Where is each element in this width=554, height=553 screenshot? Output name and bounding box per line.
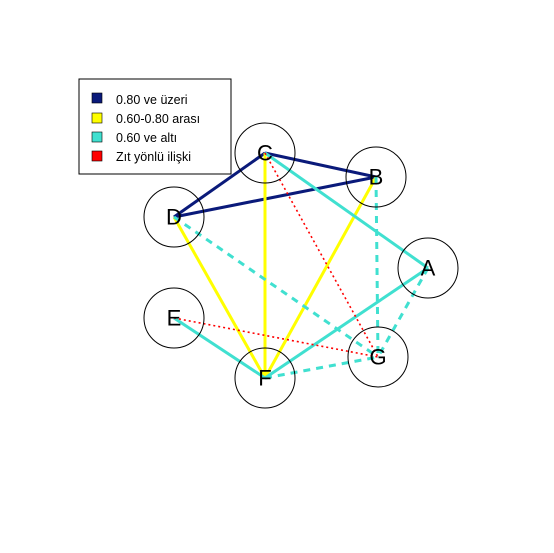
edge-f-g — [264, 355, 379, 380]
edge-c-d — [173, 151, 266, 219]
legend-swatch-0 — [91, 92, 103, 104]
edge-d-g — [173, 215, 379, 359]
node-circle-g — [347, 326, 409, 388]
node-circle-f — [234, 347, 296, 409]
legend: 0.80 ve üzeri 0.60-0.80 arası 0.60 ve al… — [78, 78, 232, 175]
node-label-e: E — [167, 306, 182, 331]
node-label-g: G — [369, 345, 386, 370]
node-circle-d — [143, 186, 205, 248]
edge-b-g — [374, 176, 380, 358]
edge-c-a — [264, 151, 429, 270]
legend-label-0: 0.80 ve üzeri — [116, 93, 188, 107]
node-circle-b — [345, 146, 407, 208]
edge-e-f — [173, 316, 266, 380]
node-circle-e — [143, 287, 205, 349]
edge-c-g — [264, 152, 379, 358]
legend-swatch-2 — [91, 131, 103, 143]
edge-b-f — [263, 176, 378, 379]
legend-swatch-1 — [91, 112, 103, 124]
node-circle-c — [234, 122, 296, 184]
edge-a-g — [376, 267, 430, 358]
node-d: D — [143, 186, 205, 248]
nodes-layer: A B C D E F G — [143, 122, 459, 409]
node-c: C — [234, 122, 296, 184]
node-e: E — [143, 287, 205, 349]
node-label-c: C — [257, 141, 273, 166]
edges-layer — [172, 151, 430, 380]
edge-d-f — [172, 216, 267, 379]
node-label-b: B — [369, 165, 384, 190]
node-label-f: F — [258, 366, 271, 391]
node-circle-a — [397, 237, 459, 299]
edge-d-b — [173, 175, 377, 219]
legend-label-2: 0.60 ve altı — [116, 131, 177, 145]
legend-label-3: Zıt yönlü ilişki — [116, 150, 191, 164]
node-f: F — [234, 347, 296, 409]
legend-swatch-3 — [91, 150, 103, 162]
edge-f-a — [264, 266, 429, 380]
node-g: G — [347, 326, 409, 388]
node-a: A — [397, 237, 459, 299]
legend-label-1: 0.60-0.80 arası — [116, 112, 200, 126]
edge-c-b — [264, 151, 377, 179]
node-b: B — [345, 146, 407, 208]
node-label-a: A — [421, 256, 436, 281]
legend-box — [78, 78, 232, 175]
node-label-d: D — [166, 205, 182, 230]
